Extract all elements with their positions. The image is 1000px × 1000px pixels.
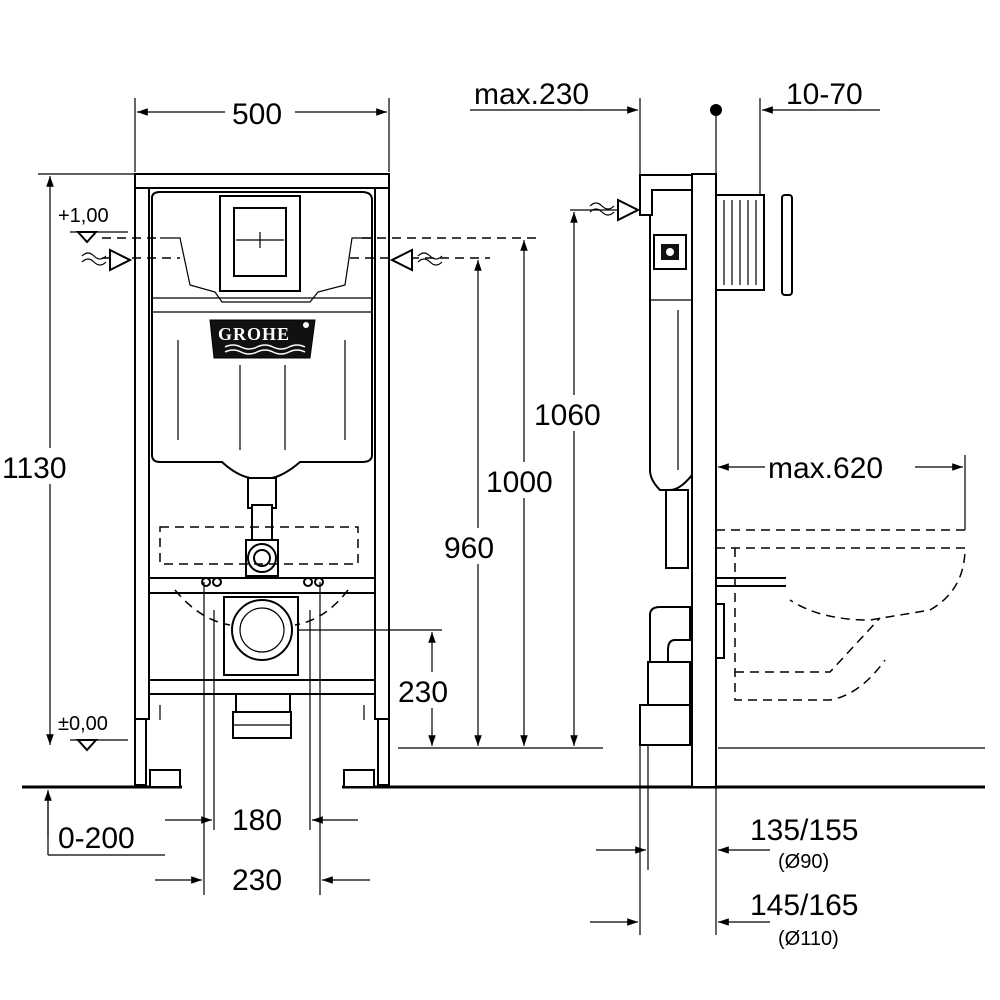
max-depth-dimension: max.230 bbox=[470, 78, 641, 176]
total-height-dimension: 1130 bbox=[0, 173, 135, 745]
height-1000-label: 1000 bbox=[486, 466, 553, 499]
bottom-dimensions: 180 230 0-200 bbox=[44, 582, 370, 897]
max-projection-dimension: max.620 bbox=[718, 452, 966, 530]
drain-height-dimension: 230 bbox=[298, 629, 462, 746]
height-1060-dimension: 1060 bbox=[532, 209, 630, 746]
bowl-outline-front bbox=[159, 526, 359, 626]
pipe-110-sub-label: (Ø110) bbox=[778, 928, 839, 950]
level-floor-label: ±0,00 bbox=[58, 713, 108, 735]
side-water-inlet-icon bbox=[589, 198, 641, 222]
width-label: 500 bbox=[232, 98, 282, 131]
max-depth-label: max.230 bbox=[474, 78, 589, 111]
height-1060-label: 1060 bbox=[534, 399, 601, 432]
pipe-offset-dimensions: 135/155 (Ø90) 145/165 (Ø110) bbox=[590, 745, 858, 950]
pipe-90-label: 135/155 bbox=[750, 814, 858, 847]
floor-level-marker-icon: +1,00 ±0,00 bbox=[58, 205, 128, 752]
bowl-outline-side bbox=[716, 529, 966, 701]
wall-thickness-label: 10-70 bbox=[786, 78, 863, 111]
front-view-frame bbox=[134, 173, 390, 788]
pipe-110-label: 145/165 bbox=[750, 889, 858, 922]
height-1000-dimension: 1000 bbox=[484, 240, 568, 746]
max-projection-label: max.620 bbox=[768, 452, 883, 485]
bolt-spacing-180-label: 180 bbox=[232, 804, 282, 837]
width-dimension: 500 bbox=[134, 96, 390, 172]
height-960-dimension: 960 bbox=[442, 260, 512, 746]
water-inlet-icon bbox=[81, 248, 443, 272]
cistern: GROHE bbox=[102, 191, 540, 479]
brand-logo-text: GROHE bbox=[218, 324, 290, 344]
drain-height-label: 230 bbox=[398, 676, 448, 709]
wall-thickness-dimension: 10-70 bbox=[759, 78, 880, 195]
adjust-range-label: 0-200 bbox=[58, 822, 135, 855]
pipe-90-sub-label: (Ø90) bbox=[778, 851, 829, 873]
flush-pipe bbox=[201, 477, 324, 587]
level-top-label: +1,00 bbox=[58, 205, 109, 227]
height-960-label: 960 bbox=[444, 532, 494, 565]
bolt-spacing-230-label: 230 bbox=[232, 864, 282, 897]
side-view-frame bbox=[639, 104, 793, 788]
drain-outlet bbox=[223, 596, 299, 739]
total-height-label: 1130 bbox=[2, 452, 67, 485]
